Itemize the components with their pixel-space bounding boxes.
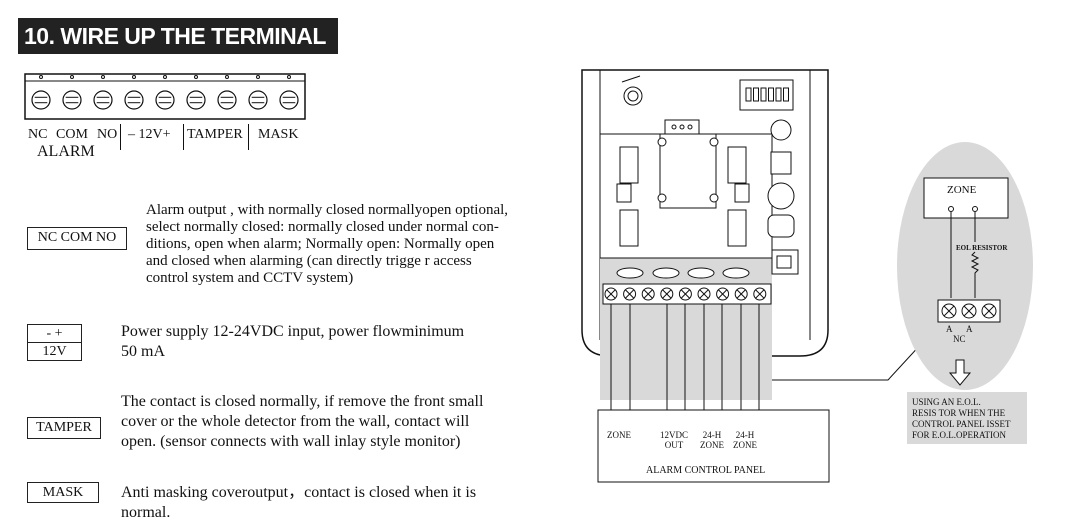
terminal-screw-icon	[623, 287, 637, 301]
terminal-screw-icon	[716, 287, 730, 301]
terminal-screw-icon	[604, 287, 618, 301]
mask-description: Anti masking coveroutput，contact is clos…	[121, 484, 477, 521]
terminal-screw-icon	[678, 287, 692, 301]
mask-label: MASK	[27, 482, 99, 503]
eol-nc-label: NC	[953, 334, 966, 344]
terminal-screw-icon	[641, 287, 655, 301]
divider	[120, 124, 121, 150]
terminal-screw-icon	[734, 287, 748, 301]
section-title: 10. WIRE UP THE TERMINAL	[18, 18, 338, 54]
label-mask: MASK	[258, 127, 299, 142]
label-no: NO	[97, 127, 118, 142]
nc-com-no-description: Alarm output , with normally closed norm…	[146, 202, 509, 286]
terminal-strip-illustration	[24, 73, 306, 120]
label-tamper: TAMPER	[187, 127, 243, 142]
panel-title: ALARM CONTROL PANEL	[646, 465, 766, 476]
divider	[183, 124, 184, 150]
eol-zone-label: ZONE	[947, 184, 977, 196]
terminal-screw-icon	[660, 287, 674, 301]
tamper-description: The contact is closed normally, if remov…	[121, 393, 484, 450]
nc-com-no-label: NC COM NO	[27, 227, 127, 250]
terminal-screw-icon	[697, 287, 711, 301]
terminal-screw-icon	[753, 287, 767, 301]
panel-zone-label: ZONE	[607, 430, 631, 440]
power-label: - + 12V	[27, 324, 82, 361]
label-com: COM	[56, 127, 88, 142]
eol-resistor-label: EOL RESISTOR	[956, 244, 1008, 252]
label-power: – 12V+	[128, 127, 171, 142]
eol-a1-label: A	[946, 324, 953, 334]
power-description: Power supply 12-24VDC input, power flowm…	[121, 323, 465, 360]
eol-note: USING AN E.O.L. RESIS TOR WHEN THE CONTR…	[912, 397, 1011, 440]
tamper-label: TAMPER	[27, 417, 101, 439]
divider	[248, 124, 249, 150]
label-nc: NC	[28, 127, 48, 142]
eol-a2-label: A	[966, 324, 973, 334]
label-alarm: ALARM	[37, 143, 95, 160]
